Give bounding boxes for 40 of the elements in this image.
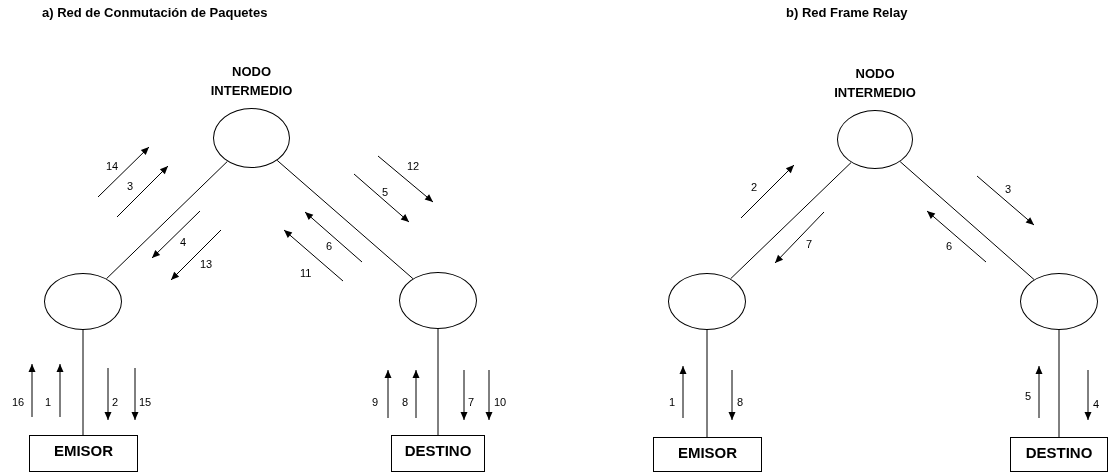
step-number: 7	[806, 238, 813, 251]
step-number: 4	[180, 236, 187, 249]
terminal-box: DESTINO	[391, 435, 485, 472]
step-number: 5	[1025, 390, 1032, 403]
node-heading: NODO INTERMEDIO	[209, 63, 294, 100]
step-number: 15	[139, 396, 152, 409]
connector-line	[82, 329, 84, 436]
step-number: 8	[402, 396, 409, 409]
step-number: 5	[382, 186, 389, 199]
step-number: 11	[300, 267, 312, 280]
connector-line	[276, 159, 414, 280]
step-number: 2	[751, 181, 758, 194]
step-number: 14	[106, 160, 119, 173]
step-number: 1	[669, 396, 676, 409]
step-number: 4	[1093, 398, 1100, 411]
step-number: 3	[1005, 183, 1012, 196]
connector-line	[105, 160, 228, 280]
step-number: 12	[407, 160, 420, 173]
step-number: 16	[12, 396, 25, 409]
step-number: 6	[326, 240, 333, 253]
node-heading: NODO INTERMEDIO	[833, 65, 917, 102]
step-number: 10	[494, 396, 507, 409]
panel-title: b) Red Frame Relay	[786, 6, 908, 21]
step-number: 8	[737, 396, 744, 409]
step-number: 7	[468, 396, 475, 409]
terminal-box: DESTINO	[1010, 437, 1108, 472]
step-number: 6	[946, 240, 953, 253]
connector-line	[899, 161, 1035, 281]
connector-line	[437, 328, 439, 436]
panel-title: a) Red de Conmutación de Paquetes	[42, 6, 268, 21]
connector-line	[730, 162, 852, 280]
step-number: 13	[200, 258, 213, 271]
step-number: 3	[127, 180, 134, 193]
terminal-box: EMISOR	[653, 437, 762, 472]
connector-line	[706, 329, 708, 438]
step-number: 2	[112, 396, 119, 409]
terminal-box: EMISOR	[29, 435, 138, 472]
step-number: 9	[372, 396, 379, 409]
step-number: 1	[45, 396, 52, 409]
connector-line	[1058, 329, 1060, 438]
